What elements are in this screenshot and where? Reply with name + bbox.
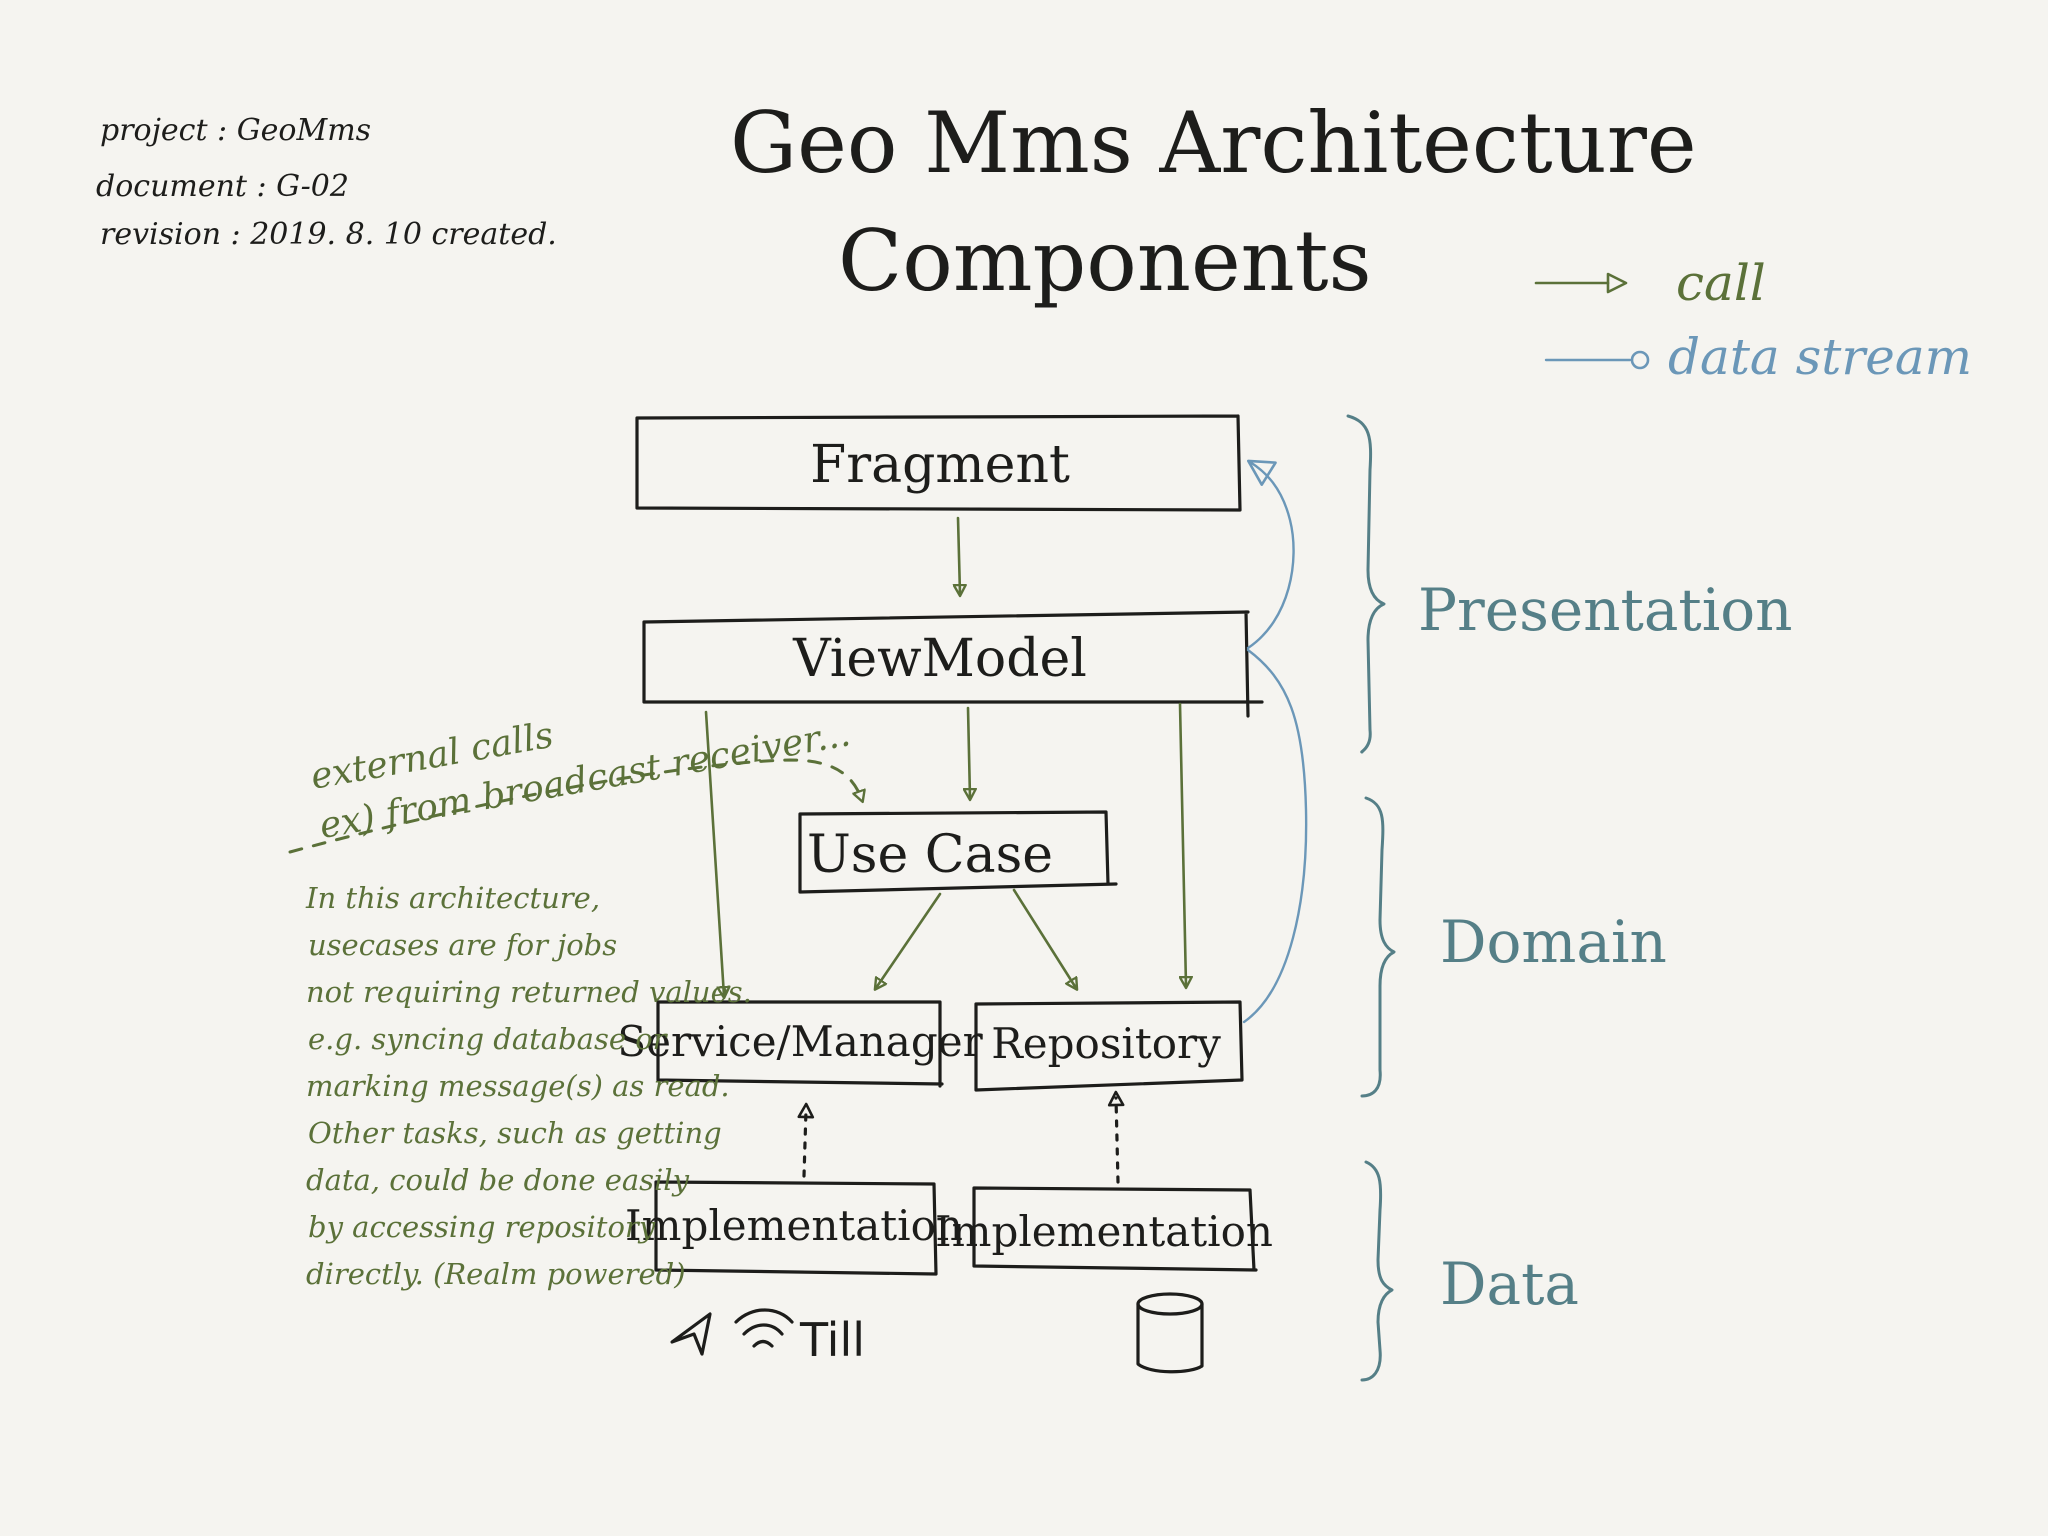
service-icons: Till <box>670 1308 865 1367</box>
repository-label: Repository <box>991 1019 1221 1068</box>
arrow-external-calls <box>288 758 862 854</box>
location-arrow-icon <box>670 1312 712 1356</box>
fragment-node: Fragment <box>635 414 1242 512</box>
use-case-node: Use Case <box>798 810 1118 894</box>
implementation-service-node: Implementation <box>625 1180 963 1276</box>
view-model-box <box>642 610 1264 718</box>
arrow-viewmodel-to-repository <box>1178 702 1186 986</box>
note-line: marking message(s) as read. <box>306 1069 730 1103</box>
fragment-box <box>635 414 1242 512</box>
service-manager-box <box>656 1000 944 1088</box>
data-stream-arrows <box>1242 459 1308 1024</box>
implementation-repository-label: Implementation <box>935 1207 1273 1256</box>
data-stream-viewmodel-to-fragment <box>1246 459 1295 650</box>
call-arrows <box>288 516 1186 996</box>
implementation-service-label: Implementation <box>625 1201 963 1250</box>
legend: call data stream <box>1534 254 1972 386</box>
service-manager-label: Service/Manager <box>617 1017 983 1066</box>
legend-call-label: call <box>1676 254 1766 312</box>
use-case-box <box>798 810 1118 894</box>
implementation-repository-box <box>972 1186 1258 1272</box>
meta-revision: revision : 2019. 8. 10 created. <box>100 217 557 252</box>
data-stream-repository-to-viewmodel <box>1242 648 1308 1024</box>
note-line: In this architecture, <box>305 881 600 915</box>
note-line: data, could be done easily <box>306 1163 690 1197</box>
meta-document: document : G-02 <box>96 169 349 204</box>
note-line: usecases are for jobs <box>308 928 617 962</box>
arrow-impl-to-repository <box>1107 1090 1125 1184</box>
repository-node: Repository <box>974 1000 1244 1092</box>
brace-domain <box>1360 796 1396 1098</box>
meta-project: project : GeoMms <box>100 113 371 148</box>
implementation-repository-node: Implementation <box>935 1186 1273 1272</box>
implementation-service-box <box>654 1180 938 1276</box>
note-line: directly. (Realm powered) <box>306 1257 686 1291</box>
view-model-node: ViewModel <box>642 610 1264 718</box>
diagram-title: Geo Mms Architecture Components <box>730 94 1697 310</box>
architecture-note: In this architecture, usecases are for jo… <box>305 881 752 1291</box>
document-meta: project : GeoMms document : G-02 revisio… <box>96 113 557 252</box>
title-line-1: Geo Mms Architecture <box>730 94 1697 192</box>
view-model-label: ViewModel <box>792 629 1087 689</box>
note-line: by accessing repository <box>308 1210 656 1244</box>
arrow-impl-to-service <box>797 1102 815 1178</box>
signal-icon: Till <box>799 1313 865 1367</box>
implementation-arrows <box>797 1090 1125 1184</box>
repository-box <box>974 1000 1244 1092</box>
legend-data-stream-dot-icon <box>1630 350 1650 370</box>
arrow-fragment-to-viewmodel <box>958 516 960 594</box>
arrow-usecase-to-service <box>876 892 942 988</box>
layer-domain: Domain <box>1440 908 1667 976</box>
brace-presentation <box>1346 414 1386 754</box>
use-case-label: Use Case <box>807 825 1053 885</box>
note-line: e.g. syncing database or <box>308 1022 669 1056</box>
arrow-viewmodel-to-usecase <box>968 706 970 798</box>
arrow-viewmodel-to-service <box>704 710 724 996</box>
layer-braces: Presentation Domain Data <box>1346 414 1793 1382</box>
fragment-label: Fragment <box>810 435 1070 495</box>
arrow-usecase-to-repository <box>1012 888 1076 988</box>
layer-presentation: Presentation <box>1418 576 1793 644</box>
brace-data <box>1360 1160 1394 1382</box>
database-cylinder-icon <box>1136 1292 1204 1374</box>
title-line-2: Components <box>838 212 1372 310</box>
external-calls-annotation: external calls ex) from broadcast receiv… <box>308 713 854 847</box>
service-manager-node: Service/Manager <box>617 1000 984 1088</box>
note-line: not requiring returned values. <box>306 975 752 1009</box>
layer-data: Data <box>1440 1250 1579 1318</box>
note-line: Other tasks, such as getting <box>308 1116 722 1150</box>
legend-call-arrow-icon <box>1606 272 1628 294</box>
wifi-icon <box>734 1308 794 1348</box>
legend-data-stream-label: data stream <box>1668 328 1972 386</box>
